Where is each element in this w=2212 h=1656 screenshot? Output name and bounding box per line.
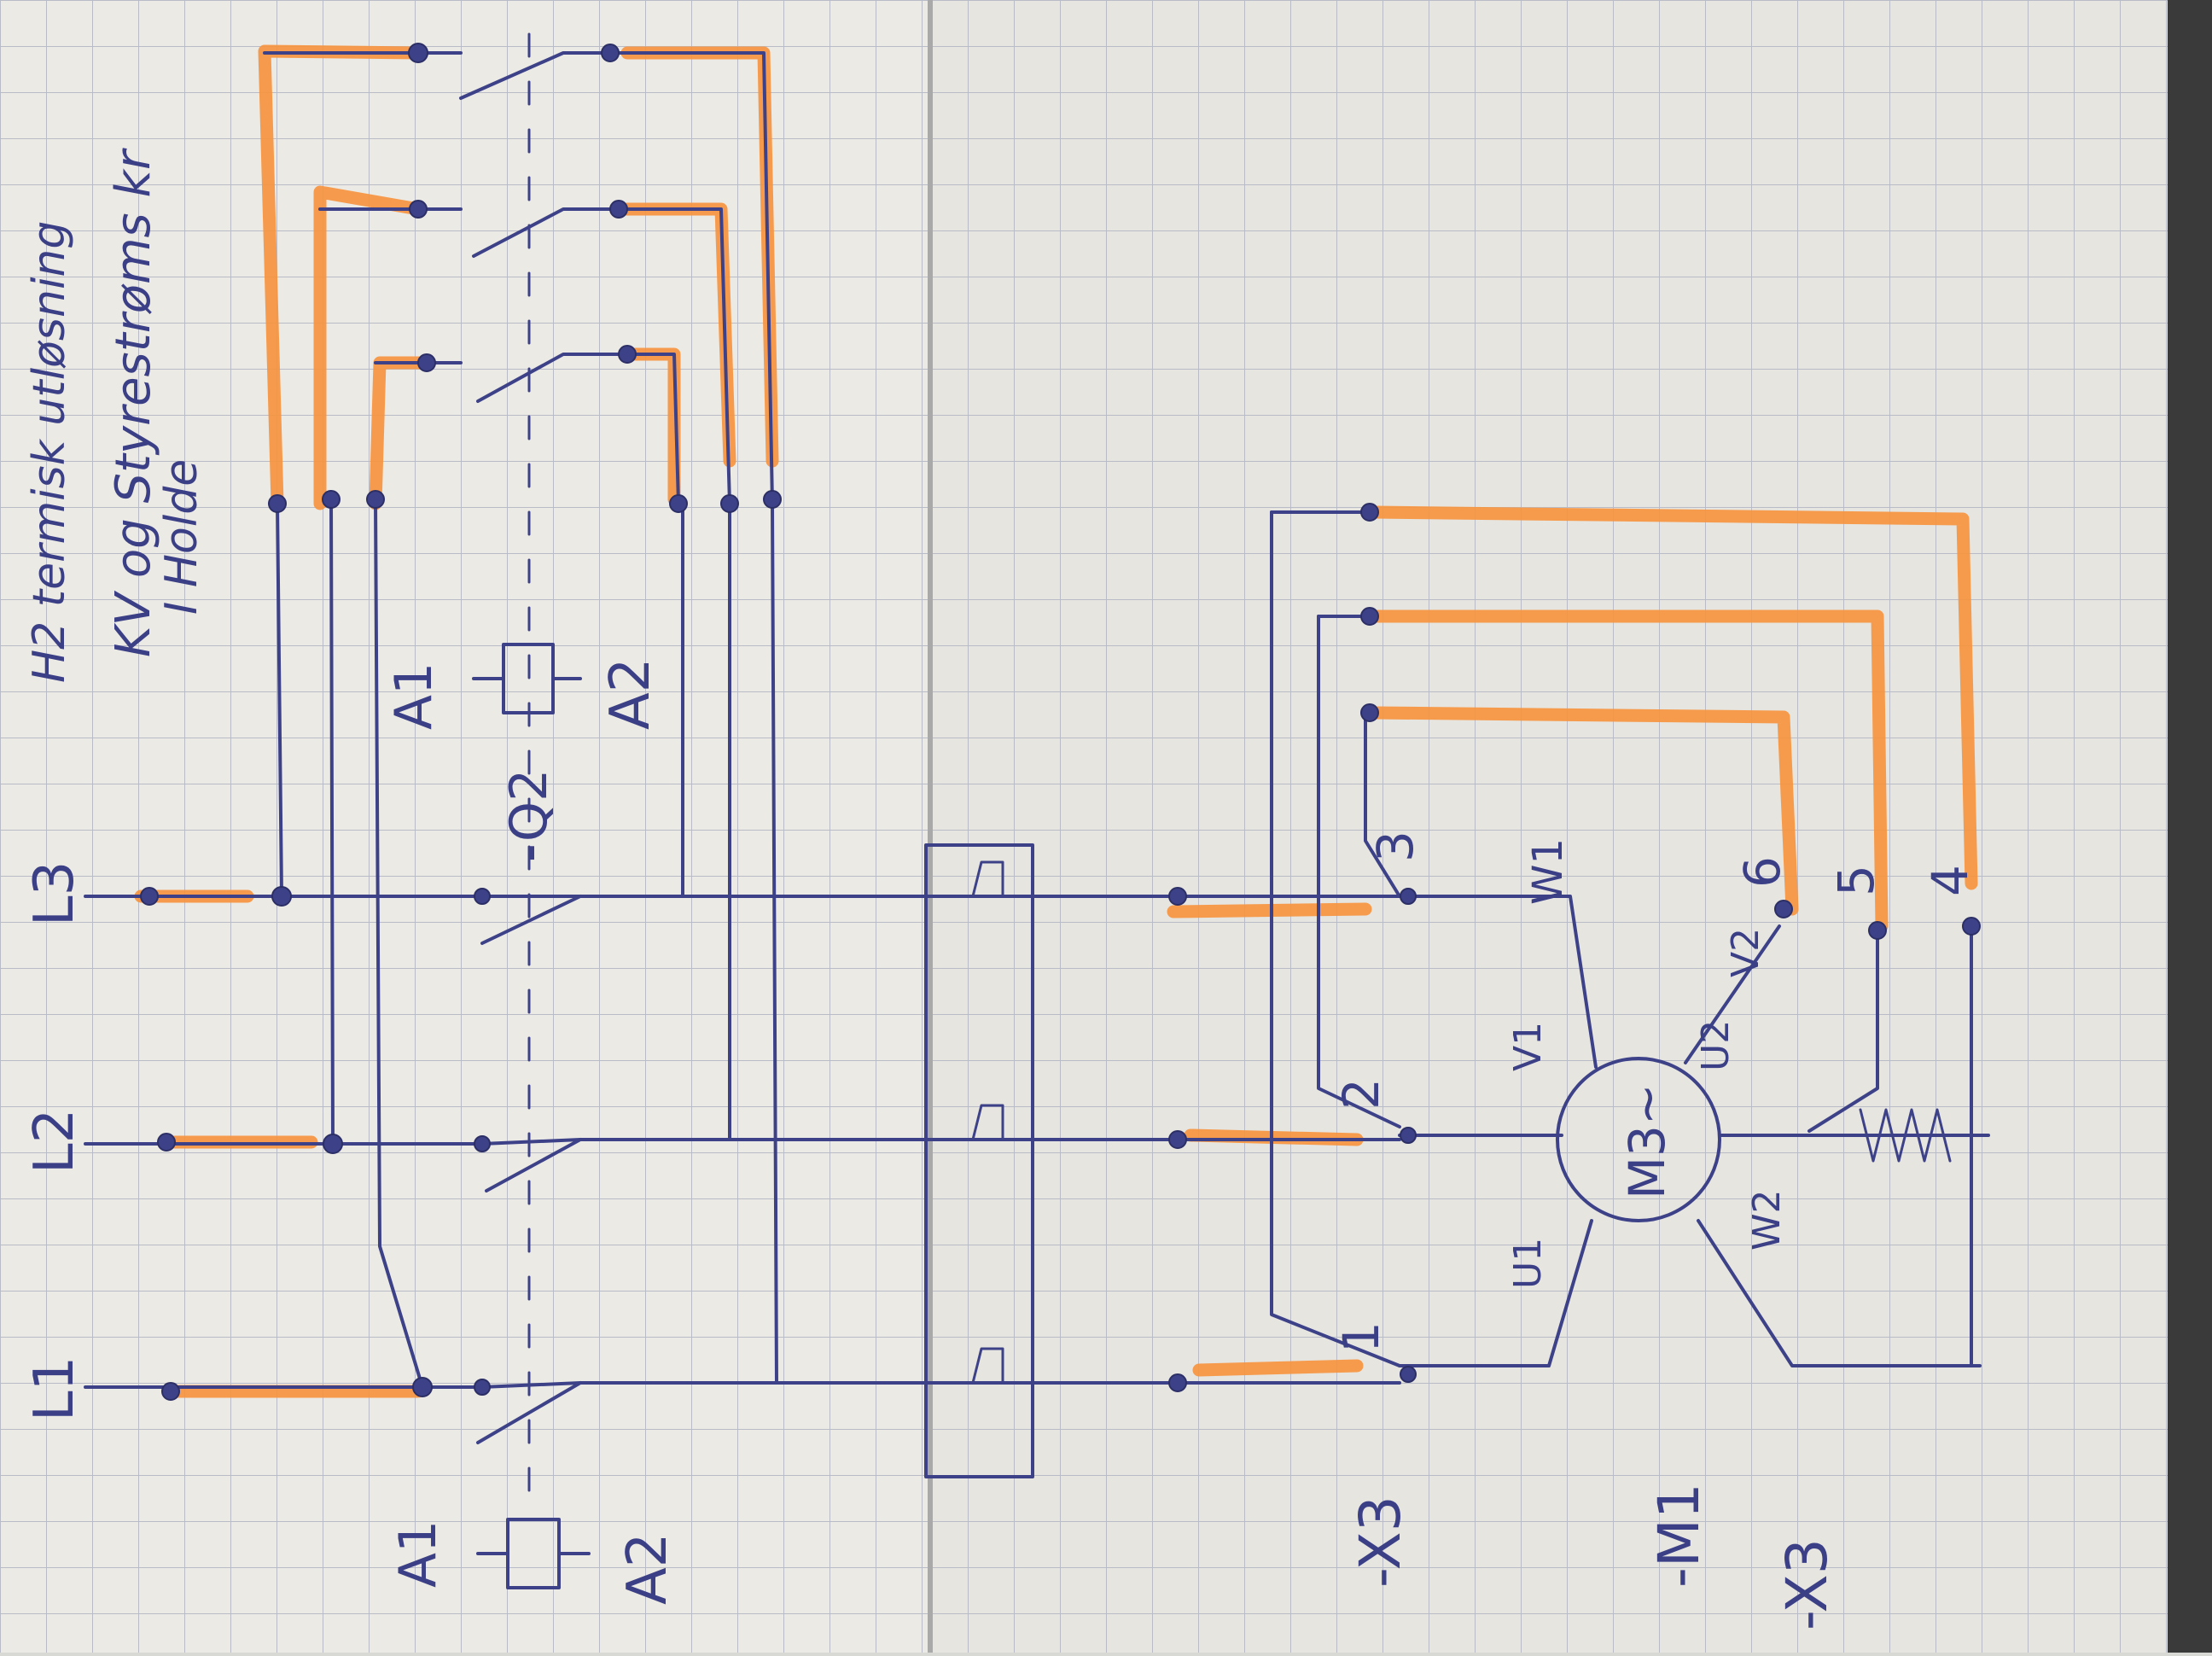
label-k2-a2: A2 [599,658,662,731]
diagram-labels: H2 termisk utløsning KV og Styrestrøms k… [23,148,1979,1630]
label-terminal-5: 5 [1827,865,1885,896]
label-l3: L3 [23,861,86,926]
label-l2: L2 [23,1109,86,1174]
label-x3-bottom: -X3 [1774,1538,1840,1630]
label-note-kv: KV og Styrestrøms kr [106,148,161,657]
grid-right [930,0,2176,1653]
label-w1: W1 [1524,838,1572,905]
coil-k1 [476,1518,591,1589]
label-u2: U2 [1694,1020,1738,1071]
label-motor: M3~ [1618,1083,1676,1199]
label-k1-a1: A1 [388,1520,448,1588]
coil-k2 [472,643,582,714]
label-note-top: H2 termisk utløsning [24,221,75,683]
motor-symbol [1556,1057,1721,1222]
label-k2-a1: A1 [384,662,444,730]
label-terminal-2: 2 [1332,1078,1390,1110]
wiring-lines [84,32,1990,1504]
label-note-holde: I Holde [156,459,207,615]
label-terminal-4: 4 [1921,865,1979,896]
label-terminal-1: 1 [1332,1321,1390,1353]
label-v2: V2 [1724,928,1767,977]
label-w2: W2 [1745,1190,1789,1251]
label-m1: -M1 [1646,1483,1712,1588]
label-u1: U1 [1506,1238,1550,1289]
label-x3-top: -X3 [1348,1496,1413,1588]
label-terminal-3: 3 [1366,831,1424,862]
page-edge-shadow [2168,0,2212,1653]
label-terminal-6: 6 [1733,856,1791,888]
label-q2: -Q2 [499,769,559,862]
label-k1-a2: A2 [616,1533,679,1606]
terminal-dots [140,43,1981,1401]
label-l1: L1 [23,1356,86,1421]
label-v1: V1 [1506,1022,1550,1071]
